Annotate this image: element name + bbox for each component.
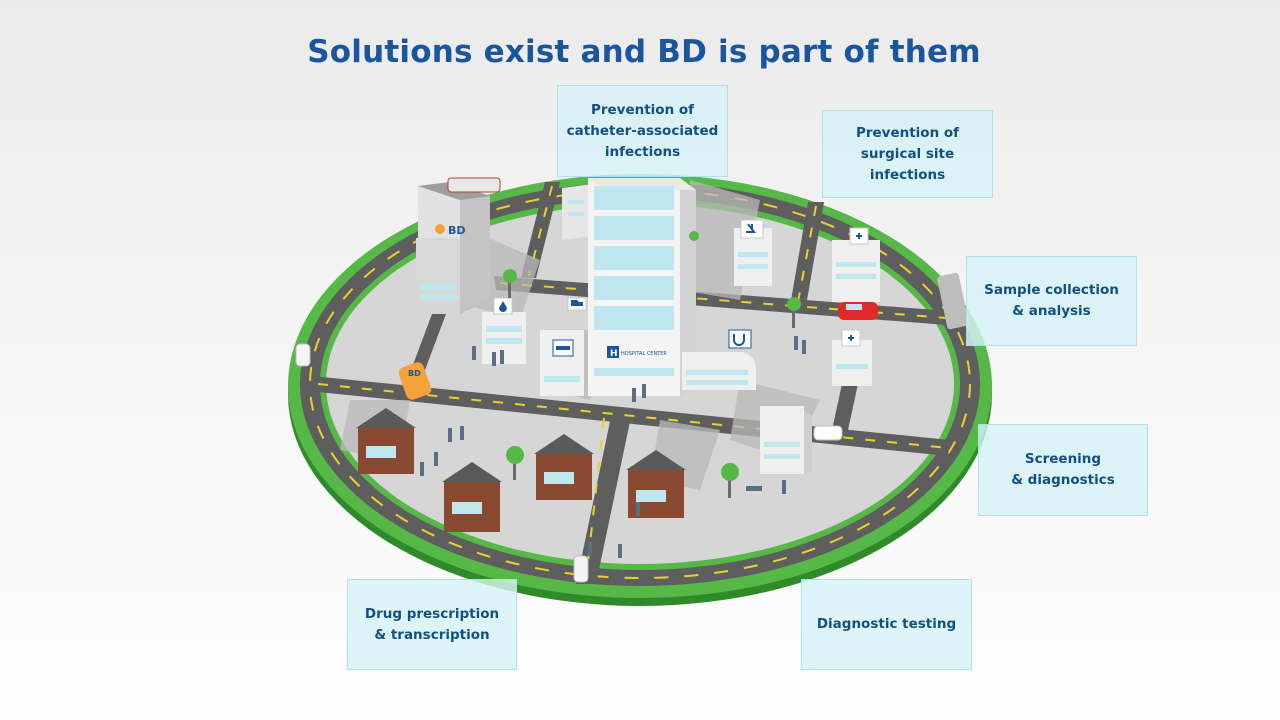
trees (503, 269, 801, 498)
microscope-icon (746, 223, 756, 233)
road-right-vertical (832, 384, 858, 430)
white-car-left (295, 343, 311, 367)
page-title: Solutions exist and BD is part of them (307, 34, 981, 70)
white-van (813, 425, 843, 441)
label-catheter-line2: catheter-associated (566, 122, 719, 139)
building-microscope (734, 219, 772, 286)
label-surgical-line3: infections (869, 166, 946, 183)
bd-logo-flame-icon (435, 224, 445, 234)
building-cross-top (832, 227, 880, 302)
label-surgical-line1: Prevention of (855, 124, 960, 141)
bd-building: BD (416, 182, 490, 314)
house-3 (534, 434, 594, 500)
label-drug-prescription[interactable]: Drug prescription & transcription (347, 579, 517, 670)
house-2 (442, 462, 502, 532)
water-drop-icon (499, 301, 507, 312)
hospital-tower: H HOSPITAL CENTER (588, 178, 699, 396)
top-truck (447, 177, 501, 193)
label-sample-line2: & analysis (1012, 303, 1091, 319)
label-surgical-site-infections[interactable]: Prevention of surgical site infections (822, 110, 993, 198)
road-center-vertical (576, 412, 632, 584)
label-sample-line1: Sample collection (984, 282, 1119, 298)
label-diagnostic-testing[interactable]: Diagnostic testing (801, 579, 972, 670)
label-screening-line1: Screening (1024, 451, 1102, 467)
label-drug-line2: & transcription (374, 626, 490, 643)
building-cross-mid (832, 329, 872, 386)
svg-text:H: H (610, 349, 618, 359)
medical-cross-icon-2 (848, 335, 854, 341)
ring-road-markings (309, 189, 971, 579)
stethoscope-icon (733, 334, 745, 346)
bd-logo: BD (448, 224, 466, 237)
label-catheter-line3: infections (604, 143, 681, 160)
building-stethoscope (682, 329, 756, 390)
truck (937, 272, 969, 330)
building-back-left (562, 184, 592, 240)
house-1 (356, 408, 416, 474)
label-sample-collection[interactable]: Sample collection & analysis (966, 256, 1137, 346)
label-screening-diagnostics[interactable]: Screening & diagnostics (978, 424, 1148, 516)
medical-cross-icon (856, 233, 862, 239)
hospital-h-icon (607, 346, 619, 358)
vehicles: BD (295, 177, 969, 583)
label-screening-line2: & diagnostics (1011, 472, 1115, 488)
label-diagnostic-line1: Diagnostic testing (816, 616, 957, 632)
label-catheter-line1: Prevention of (590, 101, 695, 118)
taxi (398, 362, 432, 400)
building-lab (760, 406, 812, 474)
label-surgical-line2: surgical site (860, 145, 955, 162)
house-4 (626, 450, 686, 518)
taxi-label: BD (408, 369, 421, 378)
hospital-bed-icon (556, 346, 570, 350)
hospital-sign-dot (689, 231, 699, 241)
building-bed (540, 297, 587, 396)
ambulance-icon (571, 300, 583, 306)
label-drug-line1: Drug prescription (364, 605, 500, 622)
hospital-sign: HOSPITAL CENTER (621, 351, 667, 357)
white-car-bottom (573, 555, 589, 583)
label-catheter-infections[interactable]: Prevention of catheter-associated infect… (557, 85, 728, 177)
people (420, 336, 806, 558)
